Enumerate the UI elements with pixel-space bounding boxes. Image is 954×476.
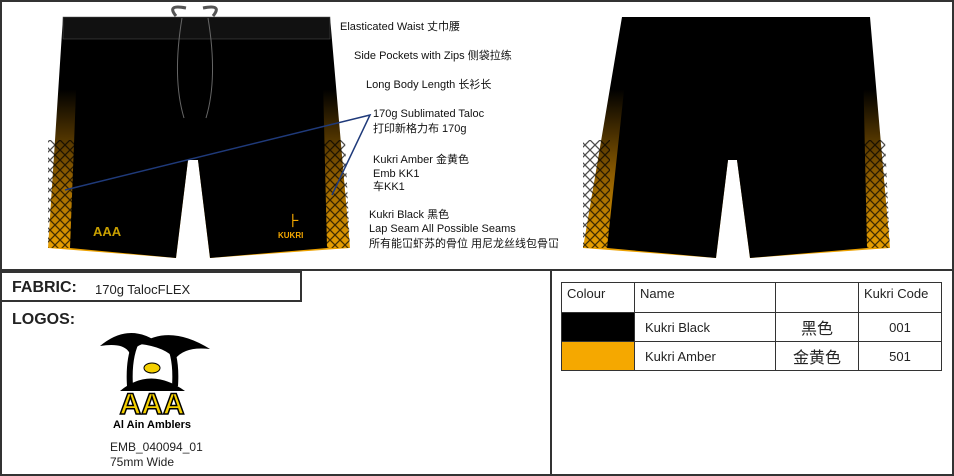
colour-code: 501 [858,341,942,371]
logo-code: EMB_040094_01 [110,440,203,454]
colour-table: Colour Name Kukri Code Kukri Black 黑色 00… [561,282,942,371]
colour-chinese: 黑色 [775,312,859,342]
colour-chinese: 金黄色 [775,341,859,371]
swatch-amber [561,341,635,371]
note-seam: Lap Seam All Possible Seams [369,223,516,235]
note-seam-cn: 所有能冚虾苏的骨位 用尼龙丝线包骨冚 [369,238,560,250]
note-amber: Kukri Amber 金黄色 [373,154,469,166]
shorts-front: AAA ⺊ KUKRI [48,5,350,258]
logos-label: LOGOS: [12,311,76,328]
shorts-back [583,17,890,258]
note-waist: Elasticated Waist 丈巾腰 [340,21,461,33]
logo-letters: AAA [120,388,185,421]
table-header: Colour Name Kukri Code [561,282,942,313]
logo-size: 75mm Wide [110,455,175,469]
club-logo: AAA Al Ain Amblers [100,332,210,431]
fabric-box [0,271,302,302]
note-length: Long Body Length 长衫长 [366,79,492,91]
colour-name: Kukri Black [634,312,776,342]
note-emb: Emb KK1 [373,168,420,180]
divider [550,270,552,476]
note-black: Kukri Black 黑色 [369,209,450,221]
leader-lines [64,113,372,196]
club-logo-small: AAA [93,224,122,239]
header-code: Kukri Code [858,282,942,313]
colour-code: 001 [858,312,942,342]
fabric-label: FABRIC: [12,279,77,296]
fabric-value: 170g TalocFLEX [95,282,191,297]
table-row: Kukri Black 黑色 001 [561,312,942,342]
note-pockets: Side Pockets with Zips 侧袋拉练 [354,50,512,62]
header-name: Name [634,282,776,313]
swatch-black [561,312,635,342]
header-colour: Colour [561,282,635,313]
colour-name: Kukri Amber [634,341,776,371]
svg-text:⺊: ⺊ [287,214,301,230]
note-emb-cn: 车KK1 [373,181,405,193]
shorts-illustrations: AAA ⺊ KUKRI [48,5,890,258]
logo-name: Al Ain Amblers [113,419,191,431]
divider [0,269,954,271]
kukri-logo: KUKRI [278,231,303,240]
table-row: Kukri Amber 金黄色 501 [561,341,942,371]
note-fabric-cn: 打印新格力布 170g [373,123,467,135]
note-fabric: 170g Sublimated Taloc [373,108,485,120]
header-chinese [775,282,859,313]
